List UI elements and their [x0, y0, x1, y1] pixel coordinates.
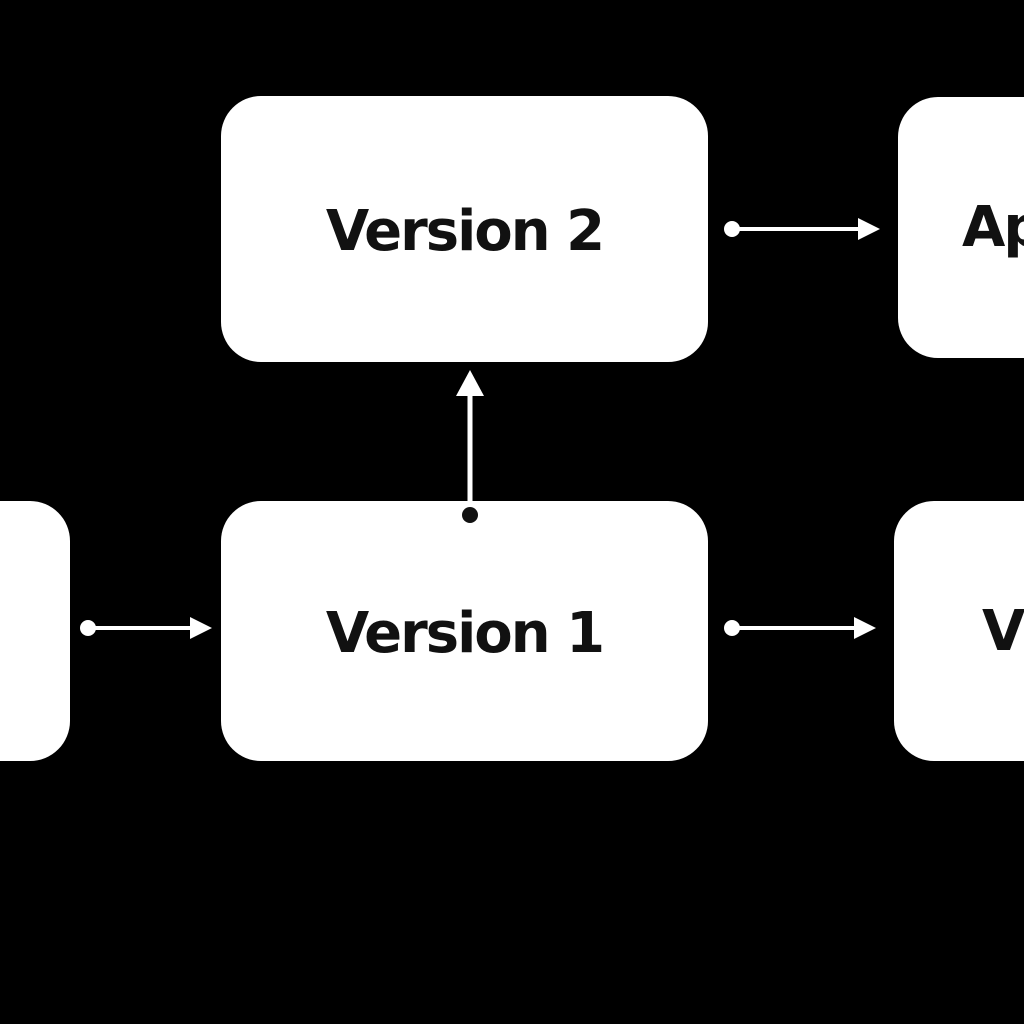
- edge-version-2-to-app-origin-dot: [724, 221, 740, 237]
- edge-version-1-to-version-2-arrowhead: [456, 370, 484, 396]
- edge-version-1-to-right-origin-dot: [724, 620, 740, 636]
- node-version-2-label: Version 2: [325, 198, 605, 264]
- edge-left-to-version-1-origin-dot: [80, 620, 96, 636]
- node-left-partial[interactable]: [0, 501, 70, 761]
- edge-left-to-version-1-arrowhead: [190, 617, 212, 639]
- edge-version-1-to-right: [724, 617, 876, 639]
- edge-left-to-version-1: [80, 617, 212, 639]
- edge-version-1-to-right-arrowhead: [854, 617, 876, 639]
- node-right-partial-label: V: [982, 598, 1024, 664]
- node-right-partial[interactable]: V: [894, 501, 1024, 761]
- node-app-partial-label: Ap: [962, 195, 1024, 260]
- node-version-2[interactable]: Version 2: [221, 96, 708, 362]
- node-app-partial[interactable]: Ap: [898, 97, 1024, 358]
- edge-version-2-to-app-arrowhead: [858, 218, 880, 240]
- node-version-1-label: Version 1: [325, 600, 605, 666]
- edge-version-2-to-app: [724, 218, 880, 240]
- node-version-1[interactable]: Version 1: [221, 501, 708, 761]
